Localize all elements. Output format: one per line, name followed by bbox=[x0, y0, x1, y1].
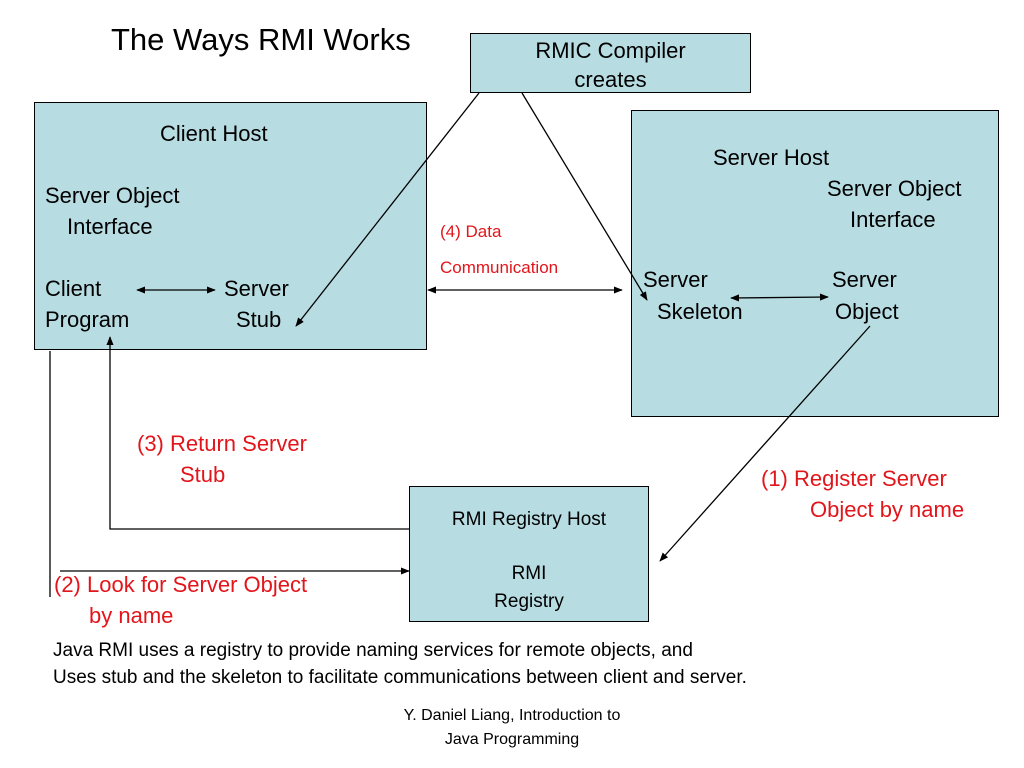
footer-line2: Java Programming bbox=[444, 731, 580, 748]
return-stub-arrow bbox=[106, 336, 409, 530]
server-object-line1: Server bbox=[832, 267, 897, 292]
description-line2: Uses stub and the skeleton to facilitate… bbox=[53, 667, 747, 688]
server-host-title: Server Host bbox=[713, 145, 830, 170]
client-host-title: Client Host bbox=[160, 121, 268, 146]
client-program-line2: Program bbox=[45, 307, 130, 332]
rmi-registry-host-box: RMI Registry Host RMI Registry bbox=[409, 486, 649, 622]
rmi-registry-line2: Registry bbox=[494, 591, 564, 612]
server-interface-line1: Server Object bbox=[827, 176, 962, 201]
return-stub-label-line1: (3) Return Server bbox=[137, 431, 307, 456]
register-label-line2: Object by name bbox=[810, 497, 965, 522]
skeleton-object-arrow bbox=[730, 293, 829, 302]
rmic-compiler-box: RMIC Compiler creates bbox=[470, 33, 751, 93]
client-interface-line1: Server Object bbox=[45, 183, 180, 208]
server-object-line2: Object bbox=[835, 299, 899, 324]
register-label-line1: (1) Register Server bbox=[761, 466, 947, 491]
description-line1: Java RMI uses a registry to provide nami… bbox=[53, 640, 693, 661]
server-host-box bbox=[631, 110, 999, 417]
server-interface-line2: Interface bbox=[850, 207, 936, 232]
client-program-line1: Client bbox=[45, 276, 102, 301]
register-arrow bbox=[659, 325, 871, 562]
rmic-to-skeleton-arrow bbox=[521, 92, 648, 301]
client-host-box bbox=[34, 102, 427, 350]
data-communication-label-line1: (4) Data bbox=[440, 222, 502, 241]
server-skeleton-line2: Skeleton bbox=[657, 299, 743, 324]
client-interface-line2: Interface bbox=[67, 214, 153, 239]
lookup-label-line1: (2) Look for Server Object bbox=[54, 572, 308, 597]
server-stub-line1: Server bbox=[224, 276, 289, 301]
lookup-label-line2: by name bbox=[89, 603, 174, 628]
rmic-compiler-line1: RMIC Compiler bbox=[535, 38, 686, 63]
rmic-compiler-line2: creates bbox=[574, 67, 647, 92]
rmi-registry-host-title: RMI Registry Host bbox=[451, 509, 607, 530]
rmic-to-stub-arrow bbox=[295, 92, 480, 327]
data-communication-label-line2: Communication bbox=[440, 258, 559, 277]
footer-line1: Y. Daniel Liang, Introduction to bbox=[403, 707, 621, 724]
return-stub-label-line2: Stub bbox=[180, 462, 226, 487]
server-stub-line2: Stub bbox=[236, 307, 282, 332]
page-title: The Ways RMI Works bbox=[111, 22, 411, 57]
rmi-registry-line1: RMI bbox=[511, 563, 547, 584]
server-skeleton-line1: Server bbox=[643, 267, 708, 292]
